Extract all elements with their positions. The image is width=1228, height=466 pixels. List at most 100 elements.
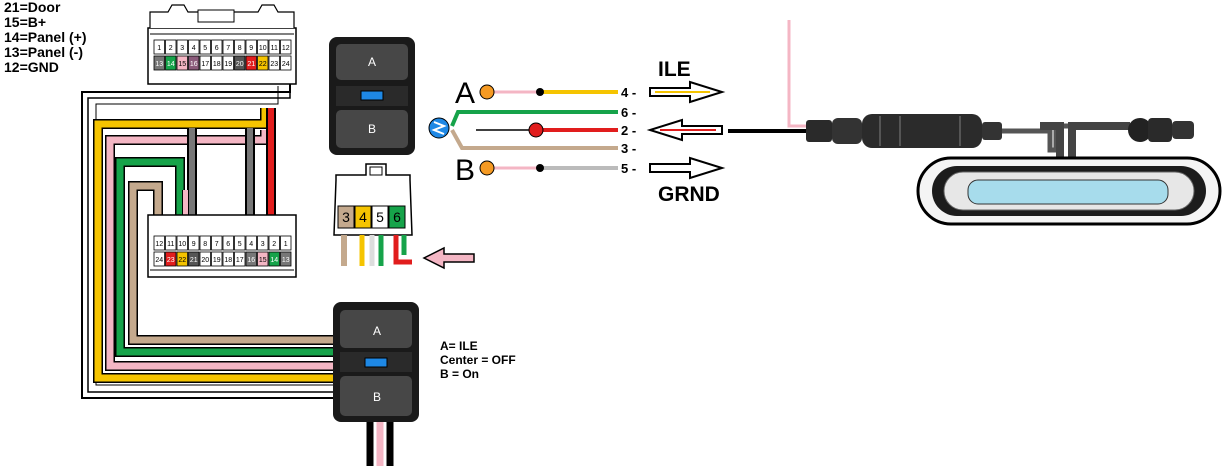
pin-number: 6 bbox=[226, 241, 230, 248]
pin-number: 21 bbox=[190, 257, 198, 264]
pin-cell bbox=[234, 251, 246, 267]
wires-below-switch bbox=[366, 420, 394, 466]
pin-cell bbox=[257, 55, 269, 71]
pin-cell bbox=[153, 55, 165, 71]
pin-number: 4 bbox=[249, 241, 253, 248]
pin-number: 20 bbox=[201, 257, 209, 264]
pin-number: 13 bbox=[155, 61, 163, 68]
arrow-in-red bbox=[646, 118, 723, 142]
pin-cell bbox=[211, 235, 223, 251]
ile-label: ILE bbox=[658, 58, 691, 81]
pin-number: 24 bbox=[282, 61, 290, 68]
pin-legend: 21=Door 15=B+ 14=Panel (+) 13=Panel (-) … bbox=[4, 0, 87, 75]
pin-cell bbox=[199, 235, 211, 251]
pin-cell bbox=[165, 39, 177, 55]
legend-item: 14=Panel (+) bbox=[4, 29, 87, 45]
pin-cell bbox=[176, 55, 188, 71]
pin-cell bbox=[199, 251, 211, 267]
mode-b: B = On bbox=[440, 367, 480, 381]
pin-number: 7 bbox=[226, 45, 230, 52]
switch-bottom-a-label: A bbox=[373, 324, 381, 338]
pin-cell bbox=[222, 39, 234, 55]
pin-cell bbox=[268, 235, 280, 251]
pin-number: 24 bbox=[155, 257, 163, 264]
pin-number: 2 bbox=[169, 45, 173, 52]
pin-number: 12 bbox=[155, 241, 163, 248]
pin-cell bbox=[280, 55, 292, 71]
pin-cell bbox=[280, 235, 292, 251]
pin-number: 20 bbox=[236, 61, 244, 68]
pin-cell bbox=[176, 235, 188, 251]
pin-number: 16 bbox=[190, 61, 198, 68]
arrow-out-grnd bbox=[649, 156, 726, 180]
legend-item: 15=B+ bbox=[4, 14, 47, 30]
pin-number: 9 bbox=[249, 45, 253, 52]
pin-cell bbox=[188, 39, 200, 55]
pin-number: 3 bbox=[261, 241, 265, 248]
pin-cell bbox=[245, 39, 257, 55]
mode-center: Center = OFF bbox=[440, 353, 516, 367]
pin-cell bbox=[222, 235, 234, 251]
pin-cell bbox=[188, 251, 200, 267]
pin-number: 9 bbox=[192, 241, 196, 248]
pin-number: 1 bbox=[157, 45, 161, 52]
pin-number: 4 bbox=[192, 45, 196, 52]
plug-pin-6: 6 bbox=[393, 209, 401, 225]
pin-number: 14 bbox=[167, 61, 175, 68]
pin-number: 15 bbox=[178, 61, 186, 68]
pin-cell bbox=[280, 251, 292, 267]
pin-number: 11 bbox=[271, 45, 278, 52]
pin-number: 18 bbox=[224, 257, 232, 264]
light-fixture bbox=[728, 20, 1222, 226]
pin-number: 16 bbox=[247, 257, 255, 264]
pin-cell bbox=[234, 39, 246, 55]
pin-number: 8 bbox=[238, 45, 242, 52]
pin-cell bbox=[153, 235, 165, 251]
wire-label-6: 6 - bbox=[621, 105, 636, 120]
pin-cell bbox=[199, 55, 211, 71]
pin-cell bbox=[176, 251, 188, 267]
pin-number: 11 bbox=[167, 241, 174, 248]
pin-cell bbox=[245, 251, 257, 267]
wire-label-4: 4 - bbox=[621, 85, 636, 100]
pin-number: 6 bbox=[215, 45, 219, 52]
pin-number: 8 bbox=[203, 241, 207, 248]
pin-cell bbox=[222, 251, 234, 267]
wire-label-3: 3 - bbox=[621, 141, 636, 156]
switch-top-b-label: B bbox=[368, 122, 376, 136]
terminal-a-label: A bbox=[455, 77, 475, 110]
pin-cell bbox=[257, 39, 269, 55]
pin-number: 19 bbox=[224, 61, 232, 68]
pin-number: 5 bbox=[203, 45, 207, 52]
pin-cell bbox=[245, 55, 257, 71]
pin-number: 15 bbox=[259, 257, 267, 264]
legend-item: 21=Door bbox=[4, 0, 61, 15]
pin-cell bbox=[153, 39, 165, 55]
pink-arrow bbox=[422, 246, 475, 270]
switch-bottom[interactable] bbox=[333, 302, 419, 422]
pin-cell bbox=[268, 39, 280, 55]
plug-connector bbox=[333, 163, 413, 266]
pin-cell bbox=[153, 251, 165, 267]
switch-top[interactable] bbox=[329, 37, 415, 155]
arrow-out-ile bbox=[649, 80, 726, 104]
switch-modes: A= ILE Center = OFF B = On bbox=[440, 339, 516, 381]
plug-pin-3: 3 bbox=[342, 209, 350, 225]
legend-item: 12=GND bbox=[4, 59, 59, 75]
pin-cell bbox=[165, 235, 177, 251]
pin-cell bbox=[234, 235, 246, 251]
harness-loop bbox=[81, 82, 335, 399]
legend-item: 13=Panel (-) bbox=[4, 44, 83, 60]
pin-number: 14 bbox=[270, 257, 278, 264]
pin-number: 3 bbox=[180, 45, 184, 52]
pin-cell bbox=[188, 55, 200, 71]
switch-top-a-label: A bbox=[368, 55, 376, 69]
pin-number: 7 bbox=[215, 241, 219, 248]
pin-cell bbox=[268, 251, 280, 267]
pin-cell bbox=[176, 39, 188, 55]
pin-number: 22 bbox=[259, 61, 267, 68]
pin-number: 1 bbox=[284, 241, 288, 248]
mode-a: A= ILE bbox=[440, 339, 478, 353]
